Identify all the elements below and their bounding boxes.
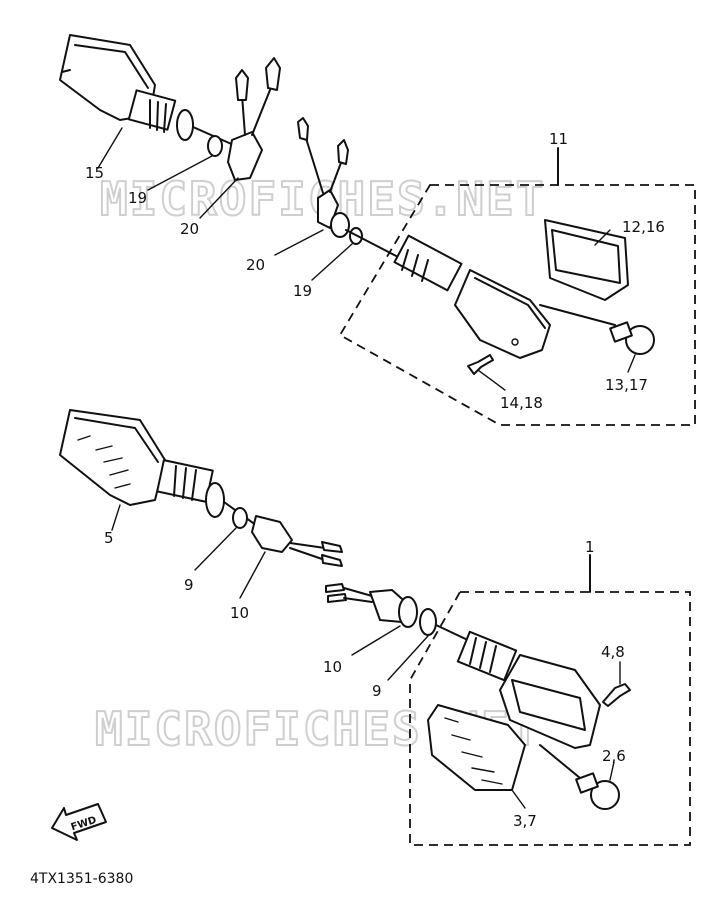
label-20-mid: 20 bbox=[246, 256, 265, 274]
flasher-assembly-15 bbox=[59, 34, 281, 181]
label-2-6: 2,6 bbox=[602, 747, 626, 765]
label-19-top: 19 bbox=[128, 189, 147, 207]
label-12-16: 12,16 bbox=[622, 218, 665, 236]
label-19-mid: 19 bbox=[293, 282, 312, 300]
label-15: 15 bbox=[85, 164, 104, 182]
label-5: 5 bbox=[104, 529, 114, 547]
fwd-arrow-icon: FWD bbox=[51, 803, 107, 841]
label-9-mid: 9 bbox=[184, 576, 194, 594]
label-14-18: 14,18 bbox=[500, 394, 543, 412]
label-1: 1 bbox=[585, 538, 595, 556]
part-code: 4TX1351-6380 bbox=[30, 871, 133, 887]
label-4-8: 4,8 bbox=[601, 643, 625, 661]
flasher-assembly-1 bbox=[325, 554, 691, 846]
flasher-assembly-5 bbox=[59, 409, 343, 567]
label-9-bottom: 9 bbox=[372, 682, 382, 700]
label-10-mid: 10 bbox=[230, 604, 249, 622]
label-11: 11 bbox=[549, 130, 568, 148]
label-3-7: 3,7 bbox=[513, 812, 537, 830]
label-10-bottom: 10 bbox=[323, 658, 342, 676]
label-13-17: 13,17 bbox=[605, 376, 648, 394]
label-20-top: 20 bbox=[180, 220, 199, 238]
flasher-assembly-11 bbox=[297, 117, 696, 426]
